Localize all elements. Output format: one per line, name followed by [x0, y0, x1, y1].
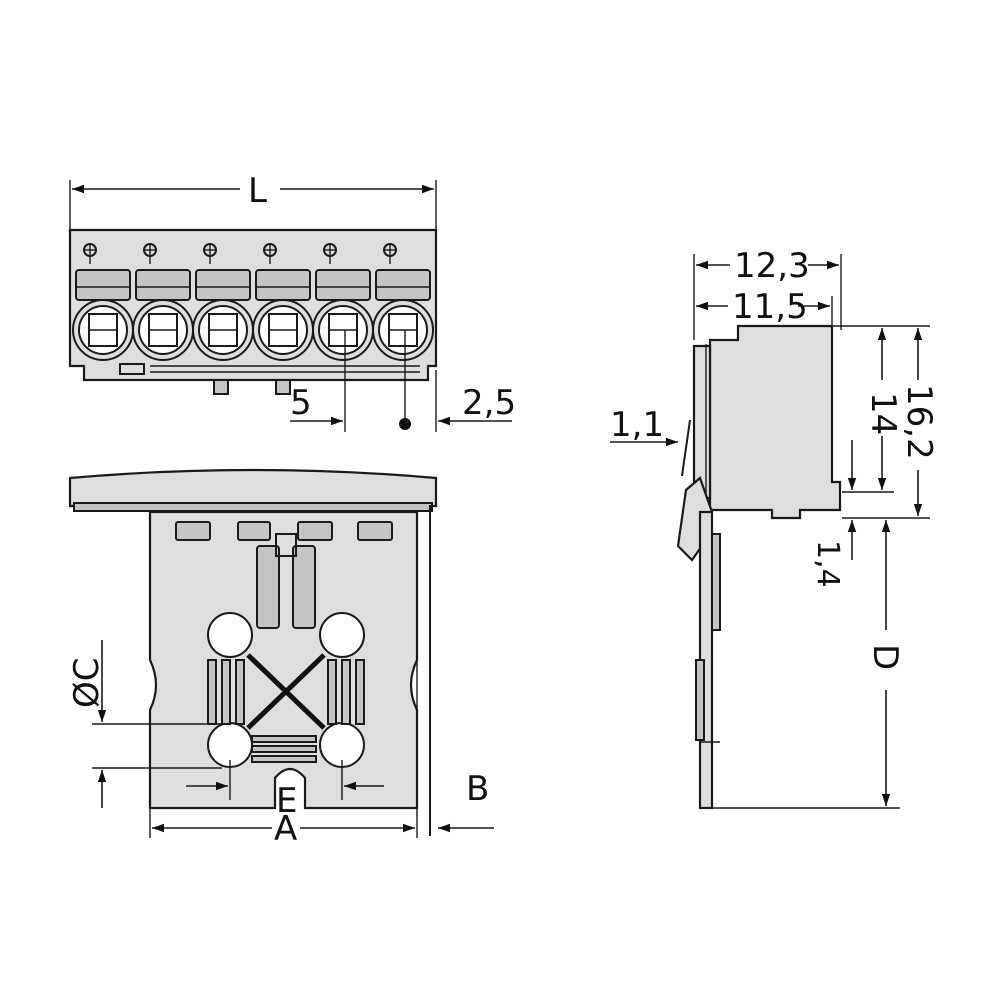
pole-2: [132, 243, 194, 361]
side-view: 12,3 11,5 1,1 16,2 14: [610, 246, 939, 810]
dim-label-height-body: 14: [863, 392, 903, 435]
pole-6: [372, 243, 434, 361]
side-housing: [708, 324, 842, 520]
front-body: [68, 228, 438, 382]
pole-4: [252, 243, 314, 361]
dim-label-L: L: [248, 171, 267, 211]
pole-3: [192, 243, 254, 361]
dim-label-height-total: 16,2: [899, 384, 939, 460]
dim-label-offset: 2,5: [462, 383, 516, 423]
dim-label-A: A: [274, 809, 297, 849]
pole-5: [312, 243, 374, 361]
dim-label-width-outer: 12,3: [734, 246, 810, 286]
front-view: L: [68, 171, 516, 432]
dim-label-C: ØC: [67, 657, 107, 708]
dim-label-B: B: [466, 769, 489, 809]
dim-label-width-inner: 11,5: [732, 287, 808, 327]
dim-label-D: D: [865, 644, 905, 670]
dim-label-foot: 1,4: [810, 540, 845, 588]
bottom-view: ØC E A B: [67, 468, 494, 849]
dim-label-E: E: [276, 781, 297, 821]
pole-1: [72, 243, 134, 361]
dim-label-step: 1,1: [610, 405, 664, 445]
dim-label-pitch: 5: [290, 383, 312, 423]
